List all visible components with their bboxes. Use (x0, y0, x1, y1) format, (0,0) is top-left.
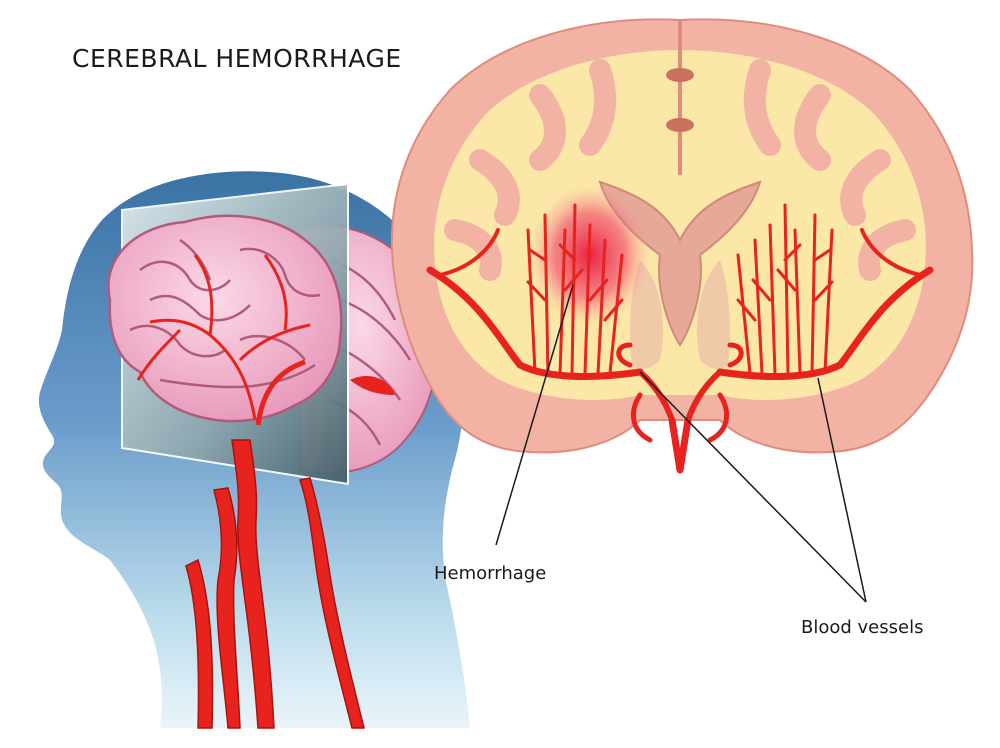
blood-vessels-label: Blood vessels (801, 617, 924, 638)
vessel-leader-line-1 (639, 371, 867, 603)
hemorrhage-leader-line (495, 284, 574, 546)
neck-arteries (185, 439, 365, 729)
hemorrhage-label: Hemorrhage (434, 563, 547, 584)
right-vessel-tree (716, 203, 934, 380)
left-vessel-tree (426, 203, 644, 380)
coronal-brain-section (390, 18, 974, 454)
leader-lines (495, 284, 867, 603)
vessel-leader-line-2 (817, 377, 867, 603)
diagram-title: CEREBRAL HEMORRHAGE (72, 44, 402, 73)
side-brain (107, 214, 343, 426)
base-arteries (616, 342, 744, 474)
